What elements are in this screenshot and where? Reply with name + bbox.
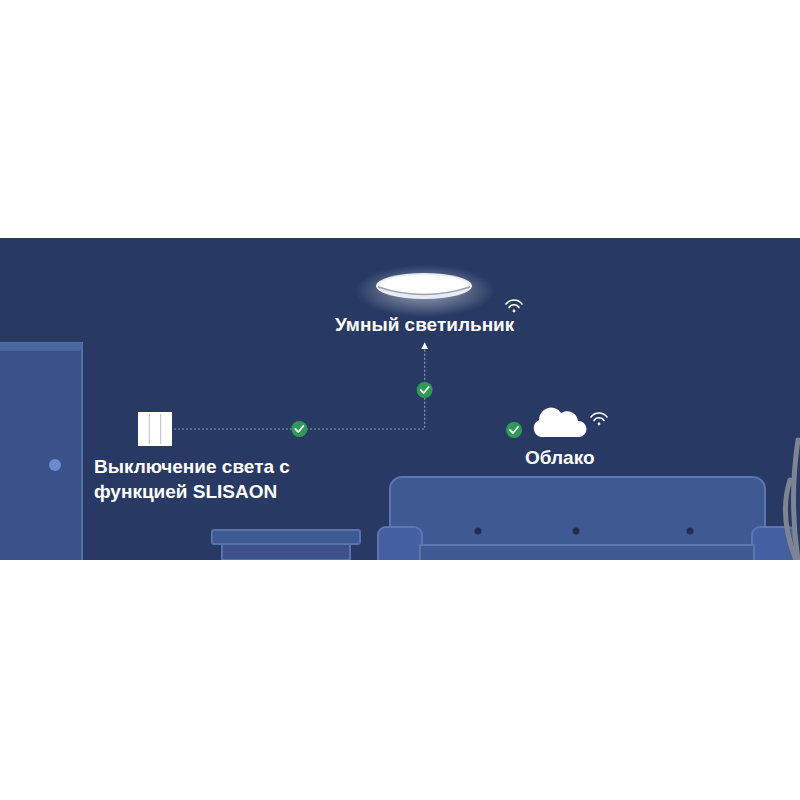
- sofa-button: [573, 528, 580, 535]
- check-mark: [291, 421, 307, 437]
- node-label: Облако: [525, 445, 595, 470]
- lamp-node: Умный светильник: [331, 268, 518, 341]
- ceiling-lamp-icon: [370, 268, 480, 302]
- dotted-connector: [174, 343, 425, 429]
- cloud-node: Облако: [521, 405, 599, 474]
- nightstand-top: [212, 530, 360, 544]
- check-mark: [506, 422, 522, 438]
- wifi-icon: [506, 300, 522, 312]
- switch-node: Выключение света с функцией SLISAON: [138, 412, 172, 446]
- door-knob: [49, 459, 61, 471]
- sofa-back: [390, 477, 765, 547]
- door-frame: [0, 343, 82, 351]
- nightstand-body: [222, 544, 350, 560]
- room-wall: [0, 238, 800, 560]
- node-label: Выключение света с функцией SLISAON: [94, 454, 334, 504]
- switch-icon: [138, 412, 172, 446]
- floor-area: [0, 560, 800, 800]
- switch-caption: Выключение света с функцией SLISAON: [94, 454, 334, 504]
- sofa-button: [687, 528, 694, 535]
- plant: [785, 440, 798, 560]
- door: [0, 343, 82, 563]
- sofa-button: [475, 528, 482, 535]
- wifi-icon: [591, 413, 607, 425]
- cloud-icon: [531, 405, 589, 439]
- check-mark: [417, 382, 433, 398]
- node-label: Умный светильник: [335, 312, 514, 337]
- lamp-glow: [355, 265, 495, 317]
